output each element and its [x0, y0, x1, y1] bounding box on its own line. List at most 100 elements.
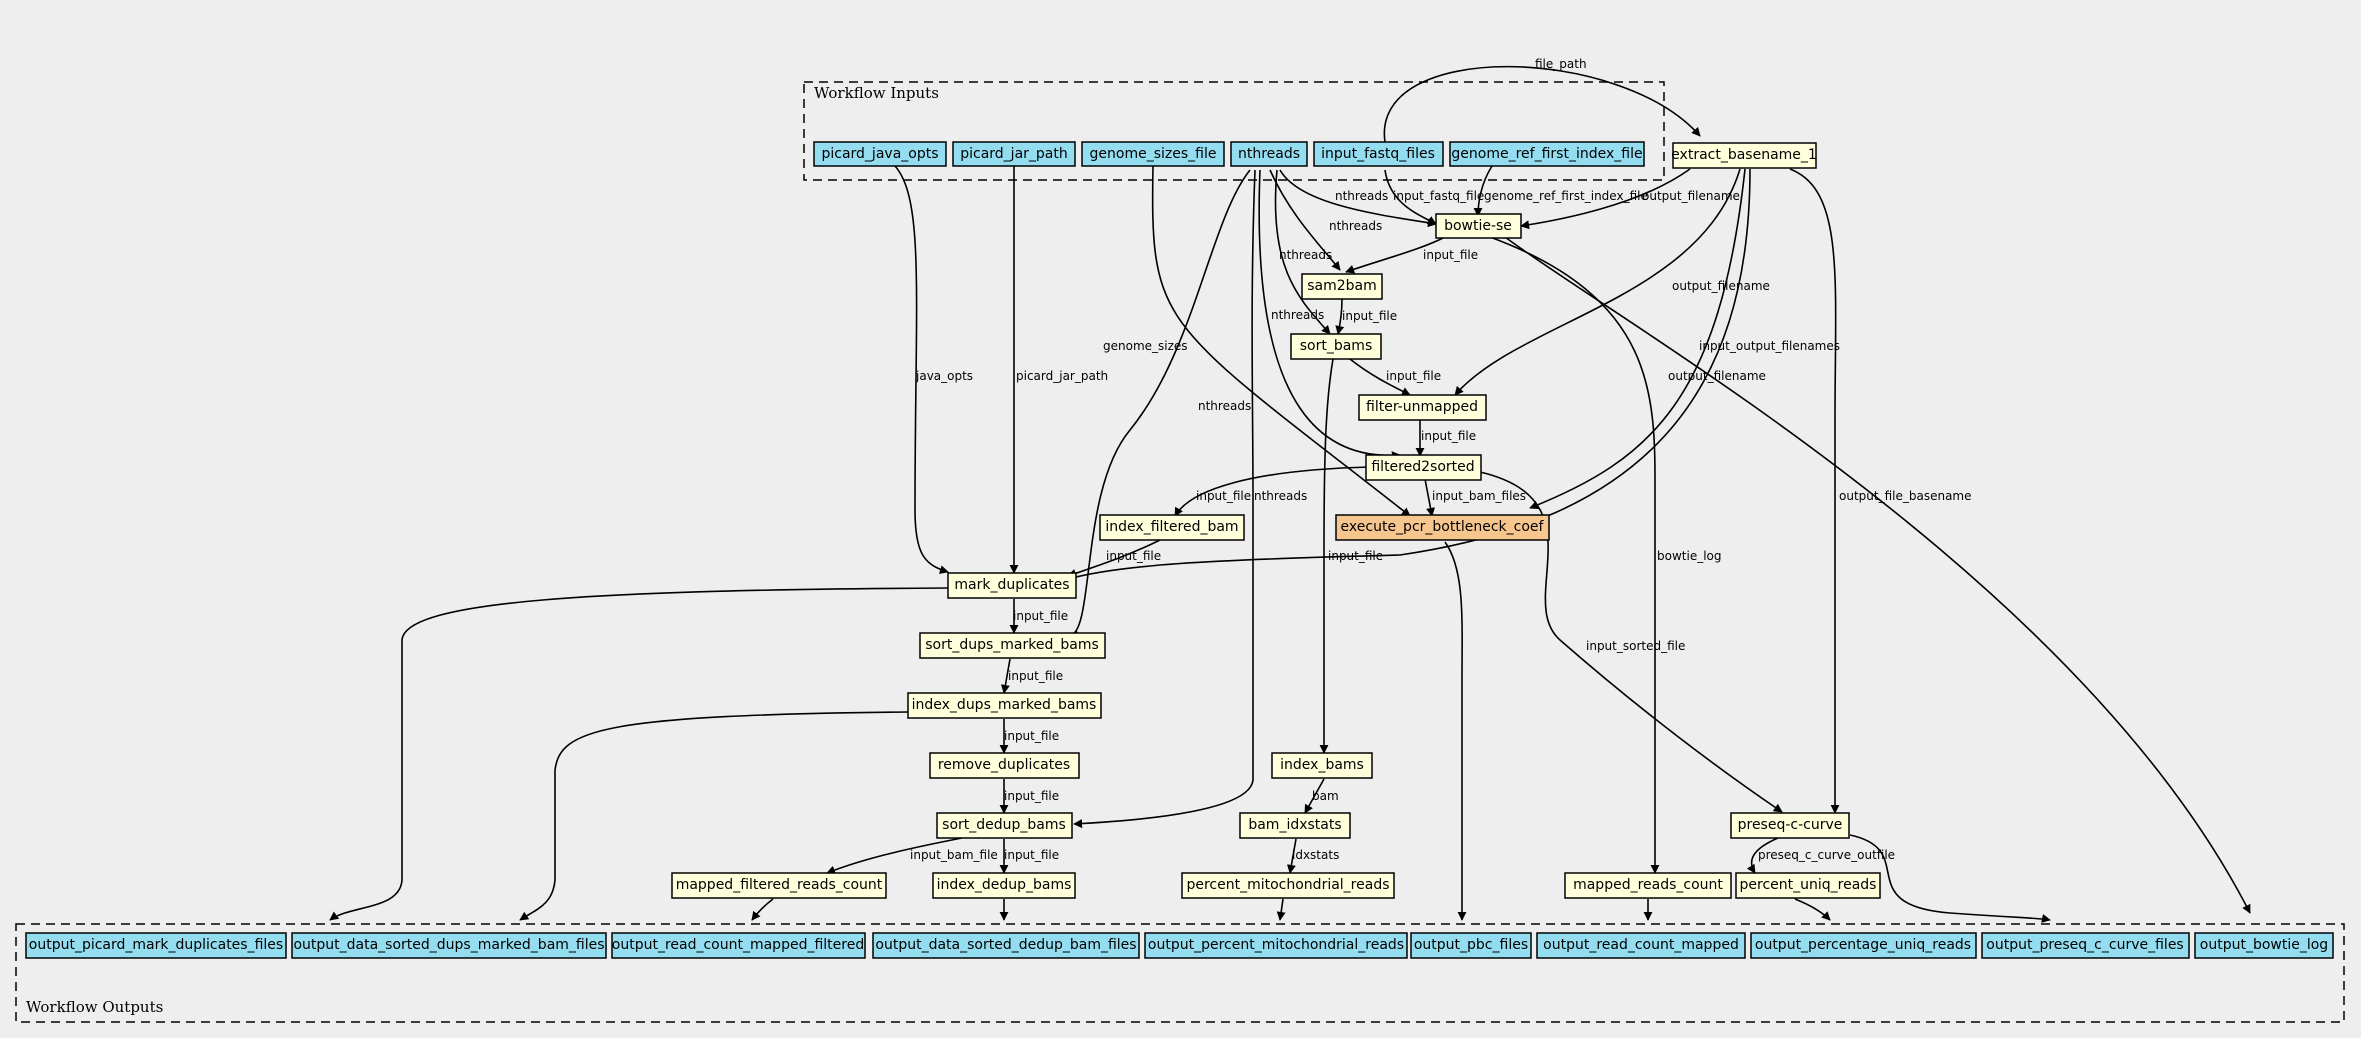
node-index-bams[interactable]: index_bams — [1271, 752, 1373, 779]
edge-label-nthreads: nthreads — [1271, 308, 1324, 322]
edge-index-bams-to-bam-idxstats — [1304, 778, 1325, 814]
node-sort-dedup-bams[interactable]: sort_dedup_bams — [936, 812, 1073, 839]
edge-bam-idxstats-to-percent-mito — [1286, 838, 1297, 874]
node-label: output_percent_mitochondrial_reads — [1148, 937, 1404, 953]
node-output-bowtie-log[interactable]: output_bowtie_log — [2194, 932, 2334, 959]
node-label: output_read_count_mapped_filtered — [612, 937, 864, 953]
edge-percent-mito-to-output — [1276, 898, 1286, 921]
edge-sort-bams-to-filter-unmapped — [1349, 358, 1411, 396]
node-label: filtered2sorted — [1371, 459, 1474, 475]
edge-label-nthreads: nthreads — [1279, 248, 1332, 262]
edge-labels: file_path nthreads input_fastq_file geno… — [910, 57, 1972, 862]
node-label: index_dedup_bams — [937, 877, 1072, 893]
edge-sam2bam-to-sort-bams — [1335, 298, 1345, 335]
node-bam-idxstats[interactable]: bam_idxstats — [1239, 812, 1351, 839]
node-sort-dups-marked-bams[interactable]: sort_dups_marked_bams — [919, 632, 1106, 659]
edge-label-nthreads: nthreads — [1329, 219, 1382, 233]
edge-extract-to-filter-unmapped — [1454, 168, 1741, 396]
node-genome-sizes-file[interactable]: genome_sizes_file — [1081, 141, 1225, 167]
edge-label-input-file: input_file — [1004, 729, 1059, 743]
node-output-percentage-uniq-reads[interactable]: output_percentage_uniq_reads — [1750, 932, 1977, 959]
edge-extract-to-preseq — [1789, 168, 1840, 814]
node-label: percent_mitochondrial_reads — [1186, 877, 1389, 893]
node-output-percent-mitochondrial-reads[interactable]: output_percent_mitochondrial_reads — [1144, 932, 1408, 959]
edge-nthreads-to-bowtie — [1279, 169, 1437, 228]
node-output-preseq-c-curve-files[interactable]: output_preseq_c_curve_files — [1981, 932, 2190, 959]
node-mapped-filtered-reads-count[interactable]: mapped_filtered_reads_count — [671, 872, 887, 899]
edge-label-input-file: input_file — [1004, 848, 1059, 862]
node-output-data-sorted-dedup-bam-files[interactable]: output_data_sorted_dedup_bam_files — [872, 932, 1140, 959]
edge-label-picard-jar-path: picard_jar_path — [1016, 369, 1108, 383]
edge-sort-dups-marked-to-index-dups — [1000, 658, 1011, 694]
edge-nthreads-to-sam2bam — [1269, 169, 1341, 271]
node-label: sort_dedup_bams — [942, 817, 1066, 833]
node-label: output_bowtie_log — [2200, 937, 2328, 953]
edge-index-dups-to-output-dups-marked — [519, 711, 909, 921]
node-genome-ref-first-index-file[interactable]: genome_ref_first_index_file — [1449, 141, 1645, 167]
edge-label-input-file: input_file — [1196, 489, 1251, 503]
node-output-pbc-files[interactable]: output_pbc_files — [1410, 932, 1532, 959]
edge-label-preseq-c-curve-outfile: preseq_c_curve_outfile — [1758, 848, 1895, 862]
node-percent-uniq-reads[interactable]: percent_uniq_reads — [1735, 872, 1881, 899]
node-output-read-count-mapped-filtered[interactable]: output_read_count_mapped_filtered — [611, 932, 866, 959]
edge-label-input-file: input_file — [1421, 429, 1476, 443]
node-index-dedup-bams[interactable]: index_dedup_bams — [932, 872, 1076, 899]
edge-genome-sizes-to-pcr — [1151, 165, 1411, 517]
node-sam2bam[interactable]: sam2bam — [1301, 273, 1383, 300]
node-label: mapped_reads_count — [1573, 877, 1723, 893]
node-remove-duplicates[interactable]: remove_duplicates — [929, 752, 1080, 779]
edge-nthreads-to-sort-dedup — [1073, 169, 1256, 829]
node-sort-bams[interactable]: sort_bams — [1290, 333, 1382, 360]
nodes: picard_java_opts picard_jar_path genome_… — [25, 141, 2334, 959]
node-input-fastq-files[interactable]: input_fastq_files — [1313, 141, 1444, 167]
node-label: output_data_sorted_dups_marked_bam_files — [293, 937, 604, 953]
node-nthreads[interactable]: nthreads — [1230, 141, 1308, 167]
edge-percent-uniq-to-output — [1794, 898, 1831, 921]
node-preseq-c-curve[interactable]: preseq-c-curve — [1730, 812, 1850, 839]
workflow-inputs-title: Workflow Inputs — [814, 84, 939, 102]
node-label: input_fastq_files — [1321, 146, 1435, 162]
workflow-outputs-title: Workflow Outputs — [26, 998, 163, 1016]
node-execute-pcr-bottleneck-coef[interactable]: execute_pcr_bottleneck_coef — [1335, 514, 1550, 541]
edge-nthreads-to-filtered2sorted — [1258, 169, 1401, 461]
edge-sort-dedup-to-mapped-filtered — [826, 837, 963, 875]
edge-index-filtered-to-mark-duplicates — [1067, 539, 1161, 578]
edge-mapped-filtered-to-output — [751, 898, 774, 921]
node-picard-jar-path[interactable]: picard_jar_path — [952, 141, 1076, 167]
node-output-read-count-mapped[interactable]: output_read_count_mapped — [1536, 932, 1746, 959]
node-label: output_data_sorted_dedup_bam_files — [875, 937, 1136, 953]
node-index-dups-marked-bams[interactable]: index_dups_marked_bams — [907, 692, 1102, 719]
edge-label-genome-sizes: genome_sizes — [1103, 339, 1188, 353]
node-output-picard-mark-duplicates-files[interactable]: output_picard_mark_duplicates_files — [25, 932, 287, 959]
edge-label-input-file: input_file — [1008, 669, 1063, 683]
node-mapped-reads-count[interactable]: mapped_reads_count — [1564, 872, 1732, 899]
node-label: preseq-c-curve — [1738, 817, 1843, 833]
node-label: output_read_count_mapped — [1543, 937, 1739, 953]
edge-label-input-file: input_file — [1342, 309, 1397, 323]
node-bowtie-se[interactable]: bowtie-se — [1435, 213, 1522, 239]
edge-label-output-filename: output_filename — [1668, 369, 1766, 383]
edge-label-input-file: input_file — [1328, 549, 1383, 563]
node-index-filtered-bam[interactable]: index_filtered_bam — [1099, 514, 1245, 541]
node-percent-mitochondrial-reads[interactable]: percent_mitochondrial_reads — [1181, 872, 1395, 899]
workflow-inputs-cluster: Workflow Inputs — [803, 81, 1665, 181]
node-extract-basename-1[interactable]: extract_basename_1 — [1671, 142, 1817, 169]
edge-preseq-to-percent-uniq — [1746, 837, 1779, 874]
node-label: picard_jar_path — [960, 146, 1068, 162]
edge-nthreads-to-sort-bams — [1274, 169, 1331, 335]
edges — [329, 65, 2251, 923]
node-label: output_percentage_uniq_reads — [1755, 937, 1971, 953]
node-filtered2sorted[interactable]: filtered2sorted — [1365, 454, 1482, 481]
edge-filtered2sorted-to-index-filtered — [1174, 466, 1371, 517]
edge-filtered2sorted-to-pcr — [1424, 478, 1435, 517]
edge-bowtie-to-output-bowtie-log — [1504, 236, 2251, 914]
edge-label-bowtie-log: bowtie_log — [1657, 549, 1722, 563]
edge-label-bam: bam — [1312, 789, 1339, 803]
node-picard-java-opts[interactable]: picard_java_opts — [813, 141, 947, 167]
workflow-outputs-cluster: Workflow Outputs — [15, 923, 2345, 1023]
edge-label-output-filename: output_filename — [1642, 189, 1740, 203]
node-output-data-sorted-dups-marked-bam-files[interactable]: output_data_sorted_dups_marked_bam_files — [291, 932, 607, 959]
node-filter-unmapped[interactable]: filter-unmapped — [1358, 394, 1487, 421]
node-mark-duplicates[interactable]: mark_duplicates — [947, 572, 1077, 599]
